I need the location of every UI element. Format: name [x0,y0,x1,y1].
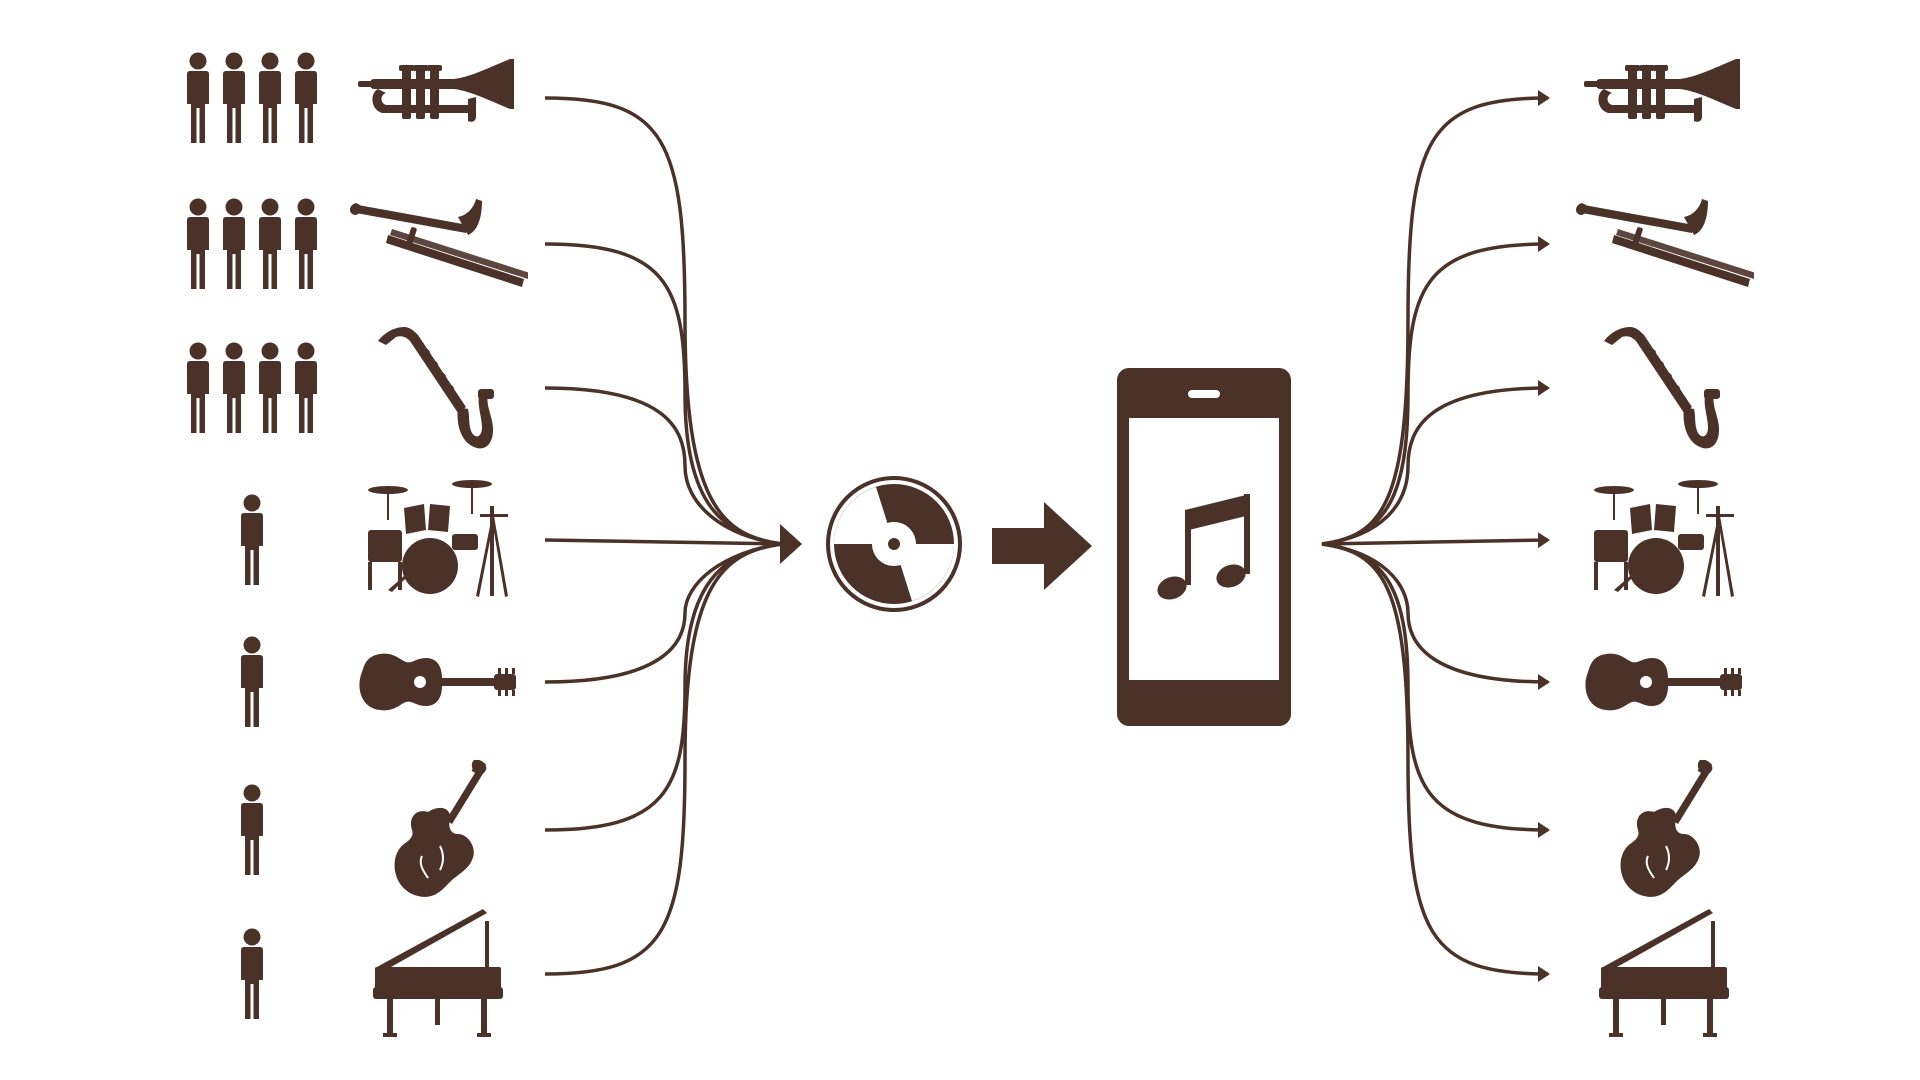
grand-piano-icon [373,909,503,1037]
diverging-flows [1321,90,1550,982]
person-icon [259,342,281,433]
grand-piano-icon [1599,909,1729,1037]
flow-arrow [1321,542,1550,982]
person-icon [187,342,209,433]
flow-arrow [1321,380,1550,546]
person-icon [187,52,209,143]
player-group [241,636,263,727]
person-icon [295,198,317,289]
person-icon [241,928,263,1019]
right-arrow-icon [992,502,1092,590]
flow-curve [544,542,783,976]
acoustic-guitar-icon [1585,653,1742,711]
player-group [241,784,263,875]
trumpet-icon [358,59,514,122]
player-group [187,52,317,143]
person-icon [241,636,263,727]
flow-arrow [1321,542,1550,690]
player-group [187,198,317,289]
person-icon [259,52,281,143]
flow-arrow [1321,542,1550,838]
player-group [241,928,263,1019]
person-icon [295,52,317,143]
violin-icon [1619,760,1714,898]
trumpet-icon [1584,59,1740,122]
right-instruments [1576,59,1754,1037]
trombone-icon [350,199,528,287]
person-icon [295,342,317,433]
convergence-arrowhead [780,524,802,564]
drum-kit-icon [368,480,508,597]
person-icon [187,198,209,289]
acoustic-guitar-icon [359,653,516,711]
saxophone-icon [1604,327,1720,449]
flow-curve [544,386,783,546]
vinyl-record-icon [826,476,962,612]
flow-curve [544,96,783,546]
person-icon [223,342,245,433]
flow-curve [544,542,783,684]
saxophone-icon [378,327,494,449]
flow-curve [544,538,783,546]
person-icon [241,494,263,585]
converging-flows [544,96,802,976]
violin-icon [393,760,488,898]
music-notes-icon [1157,494,1250,600]
person-icon [259,198,281,289]
person-icon [223,52,245,143]
trombone-icon [1576,199,1754,287]
flow-curve [544,542,783,832]
flow-arrow [1321,532,1550,549]
flow-curve [544,242,783,546]
person-icon [223,198,245,289]
flow-arrow [1321,90,1550,546]
player-group [187,342,317,433]
smartphone-icon [1117,368,1291,726]
drum-kit-icon [1594,480,1734,597]
flow-arrow [1321,236,1550,546]
person-icon [241,784,263,875]
player-group [241,494,263,585]
left-ensemble [187,52,528,1037]
